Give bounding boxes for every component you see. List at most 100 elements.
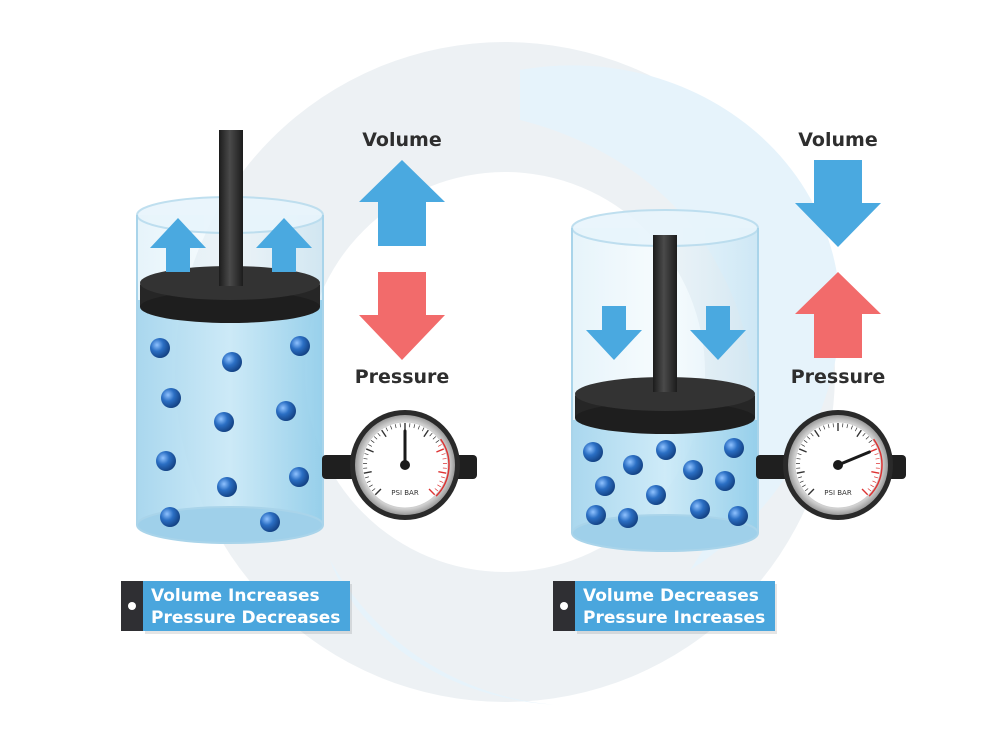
gauge-needle — [836, 450, 871, 467]
gauge-tick — [862, 432, 866, 437]
left-molecules — [150, 336, 310, 532]
gauge-tick — [797, 453, 802, 456]
gauge-tick — [369, 484, 373, 488]
gauge-tick — [417, 425, 420, 430]
right-molecules — [583, 438, 748, 528]
molecule — [683, 460, 703, 480]
gauge-tick — [814, 429, 820, 438]
gauge-tick — [442, 458, 447, 460]
gauge-tick — [394, 424, 397, 429]
gauge-tick — [874, 476, 879, 479]
gauge-tick — [381, 429, 387, 438]
molecule — [728, 506, 748, 526]
gauge-tick — [368, 444, 373, 447]
left-small-arrow-up-1 — [150, 218, 206, 272]
gauge-tick — [428, 488, 436, 496]
gauge-tick — [373, 436, 378, 440]
gauge-tick — [803, 440, 808, 443]
molecule — [623, 455, 643, 475]
gauge-tick — [429, 432, 433, 437]
gauge-tick — [798, 448, 807, 453]
molecule — [715, 471, 735, 491]
gauge-tick — [374, 488, 382, 496]
gauge-tick — [802, 484, 806, 488]
left-pressure-label: Pressure — [355, 366, 450, 388]
molecule — [161, 388, 181, 408]
gauge-tick — [437, 484, 441, 488]
left-pressure-gauge: PSI BAR — [322, 410, 477, 520]
right-small-arrow-down-2 — [690, 306, 746, 360]
gauge-tick — [875, 458, 880, 460]
gauge-tick — [856, 429, 862, 438]
gauge-tick — [818, 427, 822, 432]
gauge-red-zone — [435, 438, 450, 497]
gauge-tick — [390, 425, 393, 430]
molecule — [160, 507, 180, 527]
gauge-tick — [441, 476, 446, 479]
gauge-tick — [437, 444, 442, 447]
right-pressure-label: Pressure — [791, 366, 886, 388]
gauge-tick — [371, 488, 376, 492]
gauge-tick — [799, 480, 804, 483]
left-caption-tab — [121, 581, 143, 631]
gauge-tick — [810, 432, 814, 437]
gauge-tick — [806, 436, 811, 440]
gauge-tick — [797, 476, 802, 479]
right-small-arrow-down-1 — [586, 306, 642, 360]
molecule — [656, 440, 676, 460]
right-gauge-unit: PSI BAR — [824, 489, 852, 497]
gauge-tick — [363, 470, 372, 474]
gauge-tick — [421, 427, 425, 432]
gauge-tick — [441, 453, 446, 456]
molecule — [586, 505, 606, 525]
gauge-tick — [846, 424, 849, 429]
molecule — [276, 401, 296, 421]
gauge-tick — [807, 488, 815, 496]
gauge-tick — [796, 458, 801, 460]
left-caption-box: Volume Increases Pressure Decreases — [143, 581, 351, 631]
left-caption-line2: Pressure Decreases — [151, 608, 341, 628]
caption-dot-icon — [128, 602, 136, 610]
molecule — [150, 338, 170, 358]
right-piston — [575, 235, 755, 434]
gauge-tick — [850, 425, 853, 430]
gauge-tick — [413, 424, 416, 429]
gauge-tick — [363, 458, 368, 460]
left-pressure-arrow-down — [359, 272, 445, 360]
gauge-tick — [436, 448, 445, 453]
molecule — [217, 477, 237, 497]
gauge-tick — [874, 453, 879, 456]
right-caption-box: Volume Decreases Pressure Increases — [575, 581, 776, 631]
right-volume-arrow-down — [795, 160, 881, 247]
molecule — [724, 438, 744, 458]
left-gauge-unit: PSI BAR — [391, 489, 419, 497]
molecule — [618, 508, 638, 528]
left-cylinder — [136, 130, 324, 544]
gauge-tick — [364, 453, 369, 456]
right-caption-line1: Volume Decreases — [583, 586, 759, 606]
gauge-tick — [423, 429, 429, 438]
gauge-tick — [871, 470, 880, 474]
gauge-tick — [865, 436, 870, 440]
gauge-tick — [439, 480, 444, 483]
right-volume-label: Volume — [798, 129, 877, 151]
caption-dot-icon — [560, 602, 568, 610]
right-pressure-gauge: PSI BAR — [756, 410, 906, 520]
right-caption-line2: Pressure Increases — [583, 608, 766, 628]
left-small-arrow-up-2 — [256, 218, 312, 272]
molecule — [222, 352, 242, 372]
left-volume-label: Volume — [362, 129, 441, 151]
gauge-tick — [385, 427, 389, 432]
gauge-red-zone — [868, 438, 883, 497]
gauge-tick — [370, 440, 375, 443]
gauge-tick — [432, 436, 437, 440]
gauge-tick — [434, 488, 439, 492]
left-caption-line1: Volume Increases — [151, 586, 320, 606]
molecule — [595, 476, 615, 496]
molecule — [260, 512, 280, 532]
gauge-tick — [861, 488, 869, 496]
left-volume-arrow-up — [359, 160, 445, 246]
right-cylinder — [571, 209, 759, 552]
molecule — [290, 336, 310, 356]
gauge-tick — [823, 425, 826, 430]
